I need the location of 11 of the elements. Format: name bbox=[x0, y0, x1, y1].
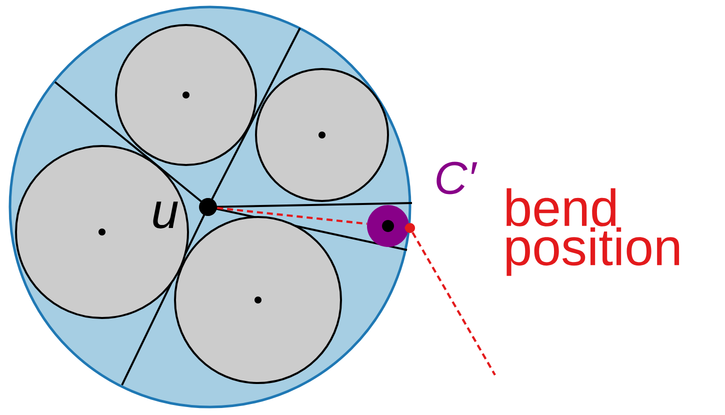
vertex-dot bbox=[199, 198, 217, 216]
bend-point bbox=[405, 223, 415, 233]
disk bbox=[115, 24, 257, 166]
disk bbox=[15, 145, 189, 319]
vertex-label: u bbox=[153, 202, 178, 228]
vertex-label: C′ bbox=[436, 162, 478, 194]
small-disk bbox=[367, 205, 409, 247]
disk bbox=[255, 68, 389, 202]
annotation-text: bend position bbox=[506, 188, 680, 276]
dashed-line bbox=[217, 206, 368, 225]
dashed-line bbox=[412, 232, 496, 376]
